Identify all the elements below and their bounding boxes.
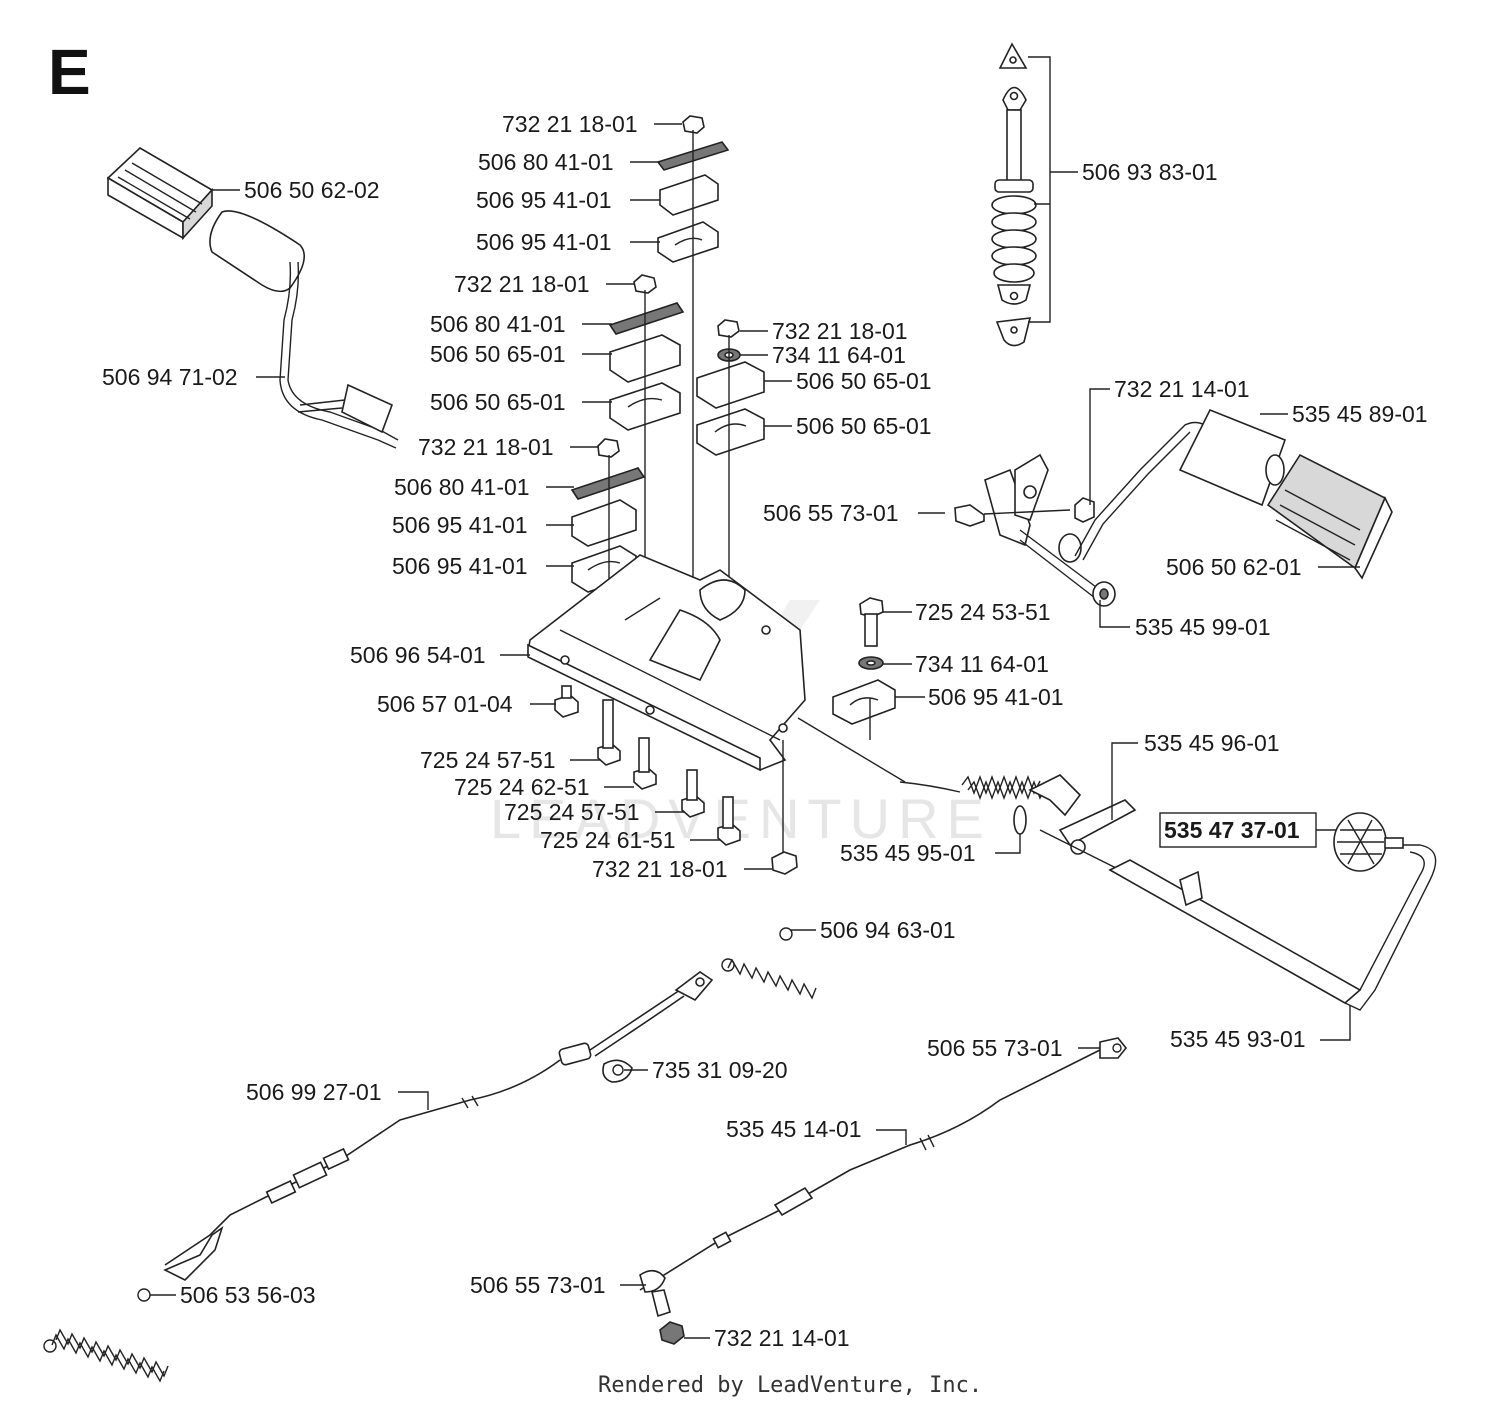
part-label[interactable]: 506 95 41-01 bbox=[392, 553, 528, 579]
part-label[interactable]: 535 45 89-01 bbox=[1292, 401, 1428, 427]
bracket-stack-top[interactable] bbox=[656, 115, 730, 263]
plate-bolts[interactable] bbox=[554, 685, 798, 875]
part-label[interactable]: 506 57 01-04 bbox=[377, 691, 513, 717]
part-label[interactable]: 732 21 14-01 bbox=[714, 1325, 850, 1351]
part-label[interactable]: 506 50 65-01 bbox=[796, 413, 932, 439]
part-label[interactable]: 506 50 65-01 bbox=[430, 341, 566, 367]
part-label[interactable]: 506 94 71-02 bbox=[102, 364, 238, 390]
mounting-plate[interactable] bbox=[527, 554, 806, 772]
part-label[interactable]: 506 55 73-01 bbox=[763, 500, 899, 526]
part-label[interactable]: 506 94 63-01 bbox=[820, 917, 956, 943]
part-label[interactable]: 535 45 99-01 bbox=[1135, 614, 1271, 640]
part-label[interactable]: 732 21 18-01 bbox=[418, 434, 554, 460]
part-label-highlighted[interactable]: 535 47 37-01 bbox=[1164, 817, 1300, 843]
cable-535-45-14[interactable] bbox=[639, 1037, 1128, 1345]
part-label[interactable]: 506 50 65-01 bbox=[430, 389, 566, 415]
part-label[interactable]: 506 95 41-01 bbox=[476, 229, 612, 255]
part-label[interactable]: 725 24 57-51 bbox=[420, 747, 556, 773]
part-label[interactable]: 506 95 41-01 bbox=[476, 187, 612, 213]
part-label[interactable]: 506 55 73-01 bbox=[470, 1272, 606, 1298]
part-label[interactable]: 535 45 96-01 bbox=[1144, 730, 1280, 756]
part-label[interactable]: 506 50 62-01 bbox=[1166, 554, 1302, 580]
part-label[interactable]: 725 24 57-51 bbox=[504, 799, 640, 825]
part-label[interactable]: 506 95 41-01 bbox=[392, 512, 528, 538]
part-label[interactable]: 732 21 14-01 bbox=[1114, 376, 1250, 402]
part-labels: 732 21 18-01 506 80 41-01 506 95 41-01 5… bbox=[102, 111, 1428, 1351]
part-label[interactable]: 732 21 18-01 bbox=[502, 111, 638, 137]
section-letter: E bbox=[48, 36, 91, 108]
part-label[interactable]: 506 53 56-03 bbox=[180, 1282, 316, 1308]
cable-506-99-27[interactable] bbox=[163, 971, 714, 1281]
part-label[interactable]: 506 99 27-01 bbox=[246, 1079, 382, 1105]
part-label[interactable]: 506 55 73-01 bbox=[927, 1035, 1063, 1061]
part-label[interactable]: 734 11 64-01 bbox=[915, 651, 1049, 677]
spring-506-94-63[interactable] bbox=[721, 927, 817, 1000]
part-label[interactable]: 506 95 41-01 bbox=[928, 684, 1064, 710]
highlight-box bbox=[1159, 812, 1317, 848]
part-label[interactable]: 725 24 53-51 bbox=[915, 599, 1051, 625]
part-label[interactable]: 535 45 14-01 bbox=[726, 1116, 862, 1142]
part-label[interactable]: 506 50 65-01 bbox=[796, 368, 932, 394]
part-label[interactable]: 734 11 64-01 bbox=[772, 342, 906, 368]
part-label[interactable]: 732 21 18-01 bbox=[592, 856, 728, 882]
spring-506-53-56[interactable] bbox=[43, 1288, 169, 1383]
shock-absorber[interactable] bbox=[991, 42, 1037, 347]
spring-535-45-95[interactable] bbox=[899, 775, 1047, 835]
rod-bracket-535-45-96[interactable] bbox=[1028, 774, 1141, 881]
right-pedal-assembly[interactable] bbox=[954, 408, 1393, 607]
part-label[interactable]: 732 21 18-01 bbox=[454, 271, 590, 297]
part-label[interactable]: 506 93 83-01 bbox=[1082, 159, 1218, 185]
part-label[interactable]: 732 21 18-01 bbox=[772, 318, 908, 344]
part-label[interactable]: 725 24 61-51 bbox=[540, 827, 676, 853]
footer-credit: Rendered by LeadVenture, Inc. bbox=[598, 1373, 982, 1398]
part-label[interactable]: 535 45 95-01 bbox=[840, 840, 976, 866]
part-label[interactable]: 735 31 09-20 bbox=[652, 1057, 788, 1083]
part-label[interactable]: 535 45 93-01 bbox=[1170, 1026, 1306, 1052]
part-label[interactable]: 506 80 41-01 bbox=[478, 149, 614, 175]
control-rod-535-45-93[interactable] bbox=[1108, 812, 1437, 1011]
clip-735-31-09[interactable] bbox=[602, 1059, 633, 1083]
leader-lines bbox=[150, 56, 1360, 1339]
part-label[interactable]: 725 24 62-51 bbox=[454, 774, 590, 800]
spacer-bolt-assembly[interactable] bbox=[797, 597, 906, 783]
part-label[interactable]: 506 80 41-01 bbox=[430, 311, 566, 337]
part-label[interactable]: 506 96 54-01 bbox=[350, 642, 486, 668]
bracket-stack-right[interactable] bbox=[696, 319, 765, 456]
part-label[interactable]: 506 80 41-01 bbox=[394, 474, 530, 500]
bracket-stack-mid[interactable] bbox=[608, 274, 685, 431]
part-label[interactable]: 506 50 62-02 bbox=[244, 177, 380, 203]
